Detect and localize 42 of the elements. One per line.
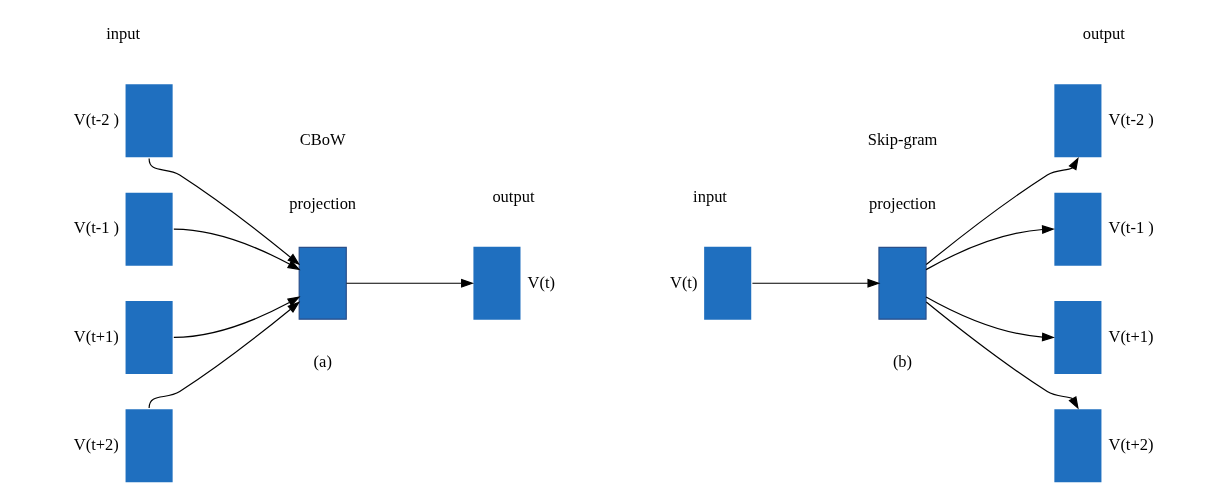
node-box (703, 246, 751, 320)
arrow (345, 278, 474, 288)
label: (b) (892, 351, 912, 371)
arrow (148, 157, 300, 265)
label: projection (288, 193, 356, 213)
label: input (692, 186, 727, 206)
arrow (148, 300, 300, 409)
node-box (125, 408, 173, 482)
node-box (125, 300, 173, 374)
node-box (1053, 408, 1101, 482)
label: (a) (313, 351, 332, 371)
label: input (105, 23, 140, 43)
arrow (925, 224, 1055, 270)
node-label: V(t+1) (1108, 326, 1153, 346)
node-label: V(t+1) (73, 326, 119, 346)
arrow (172, 228, 301, 270)
arrow (925, 156, 1079, 265)
node-box (298, 246, 347, 320)
node-label: V(t-2 ) (73, 109, 119, 129)
node-box (125, 83, 173, 157)
node-label: V(t) (669, 272, 697, 292)
node-label: V(t-1 ) (73, 217, 119, 237)
arrow (751, 278, 880, 288)
node-label: V(t+2) (73, 434, 119, 454)
label: output (1082, 23, 1125, 43)
node-label: V(t-2 ) (1108, 109, 1154, 129)
node-box (125, 192, 173, 266)
arrow (925, 300, 1079, 410)
node-box (1053, 300, 1101, 374)
node-box (1053, 83, 1101, 157)
node-box (877, 246, 927, 320)
arrow (172, 295, 301, 338)
node-label: V(t+2) (1108, 434, 1153, 454)
label: projection (868, 193, 936, 213)
label: Skip-gram (867, 129, 937, 149)
node-label: V(t-1 ) (1108, 217, 1154, 237)
node-label: V(t) (527, 272, 555, 292)
node-box (1053, 192, 1101, 266)
node-box (472, 246, 520, 320)
label: CBoW (299, 129, 346, 149)
label: output (491, 186, 534, 206)
arrow (925, 295, 1055, 342)
